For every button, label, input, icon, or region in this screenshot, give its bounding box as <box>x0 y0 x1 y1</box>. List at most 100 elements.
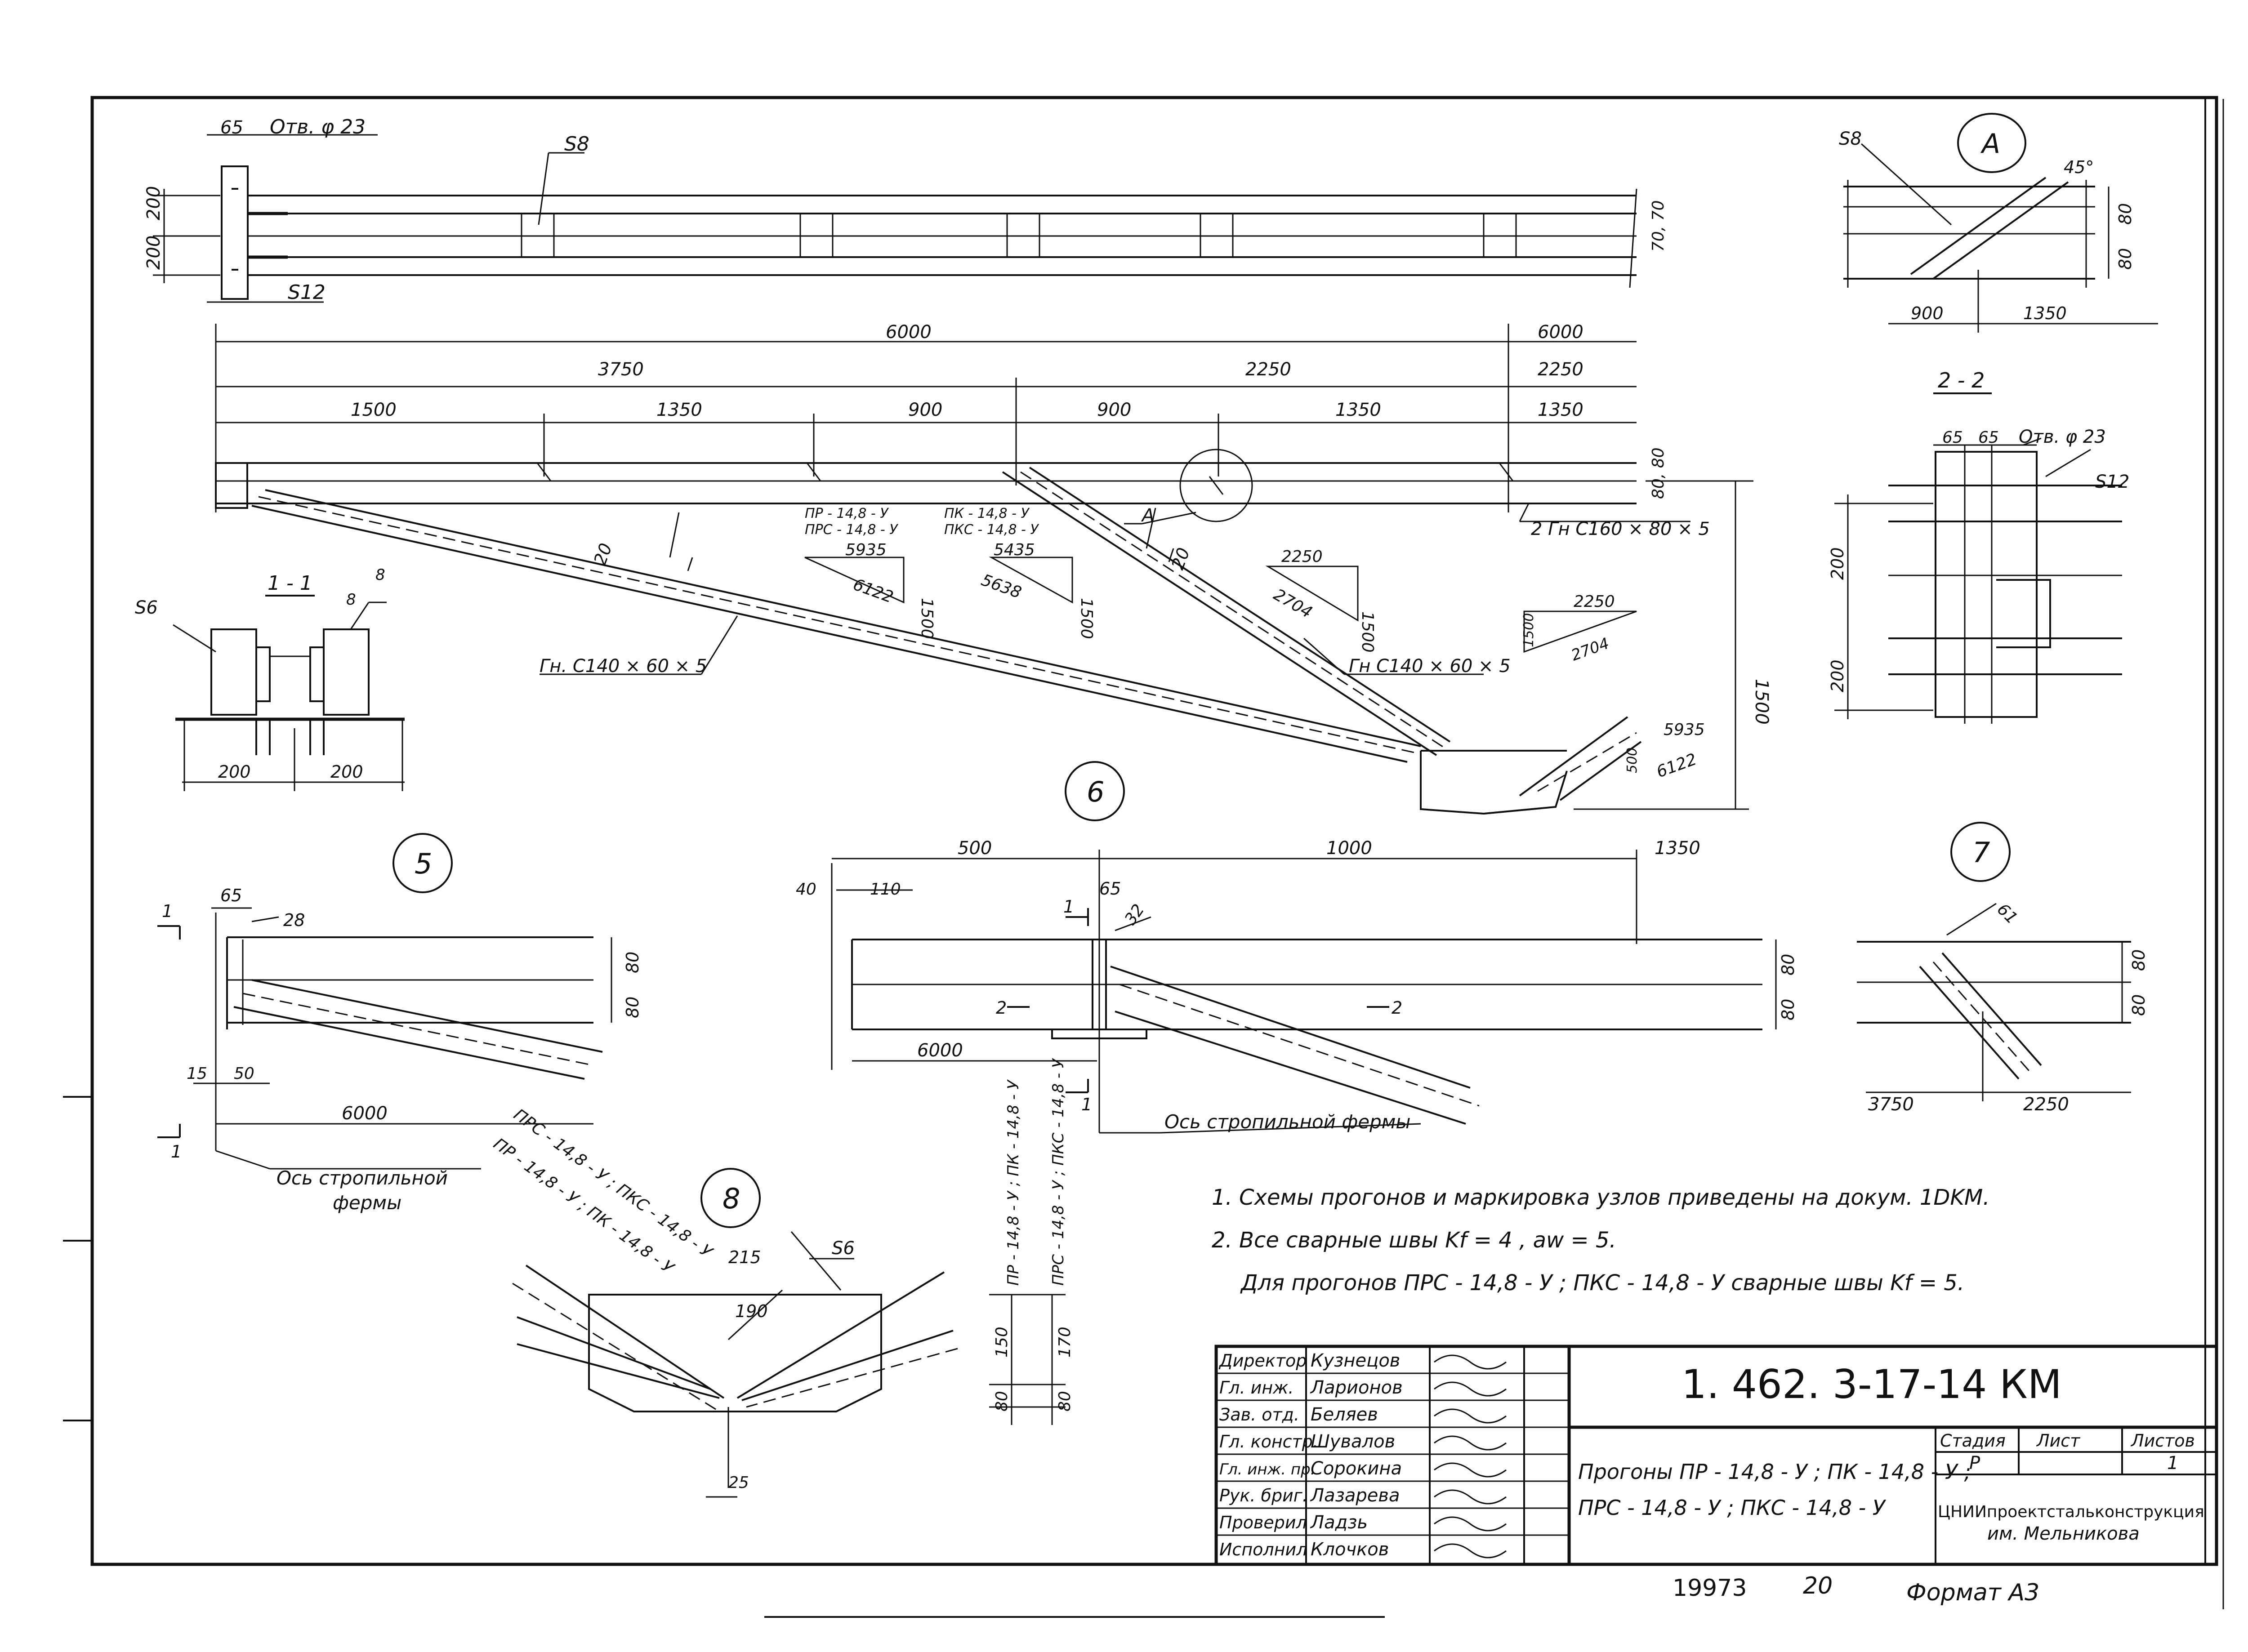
node-6-dim-40: 40 <box>796 880 816 899</box>
tb-role-2: Зав. отд. <box>1219 1405 1299 1425</box>
callout-a-angle: 45° <box>2064 157 2094 177</box>
node-6-cut-1a: 1 <box>1063 897 1074 917</box>
callout-a-label: А <box>1980 128 2000 160</box>
elev-len-5935: 5935 <box>845 541 887 559</box>
tb-sheets-header: Листов <box>2130 1431 2195 1451</box>
plan-plate-label: S12 <box>288 281 326 304</box>
tb-desc-line1: Прогоны ПР - 14,8 - У ; ПК - 14,8 - У ; <box>1578 1460 1971 1484</box>
tb-name-3: Шувалов <box>1311 1431 1395 1452</box>
tb-name-4: Сорокина <box>1311 1458 1402 1479</box>
section-1-1-weld: 8 <box>375 566 385 584</box>
node-5-cut-b: 1 <box>171 1142 182 1162</box>
node-5-dim-28: 28 <box>283 910 305 930</box>
section-1-1-dim-200-a: 200 <box>218 762 251 782</box>
node-5-dim-80-b: 80 <box>623 997 642 1018</box>
plan-hole-label: Отв. φ 23 <box>270 116 366 138</box>
node-6-dim-1350: 1350 <box>1655 838 1700 859</box>
node-7-dim-80-b: 80 <box>2129 994 2149 1016</box>
tb-role-7: Исполнил <box>1219 1540 1307 1559</box>
plan-dim-200-bot: 200 <box>143 236 164 270</box>
section-1-1-dim-200-b: 200 <box>330 762 363 782</box>
node-5-dim-65: 65 <box>220 886 242 905</box>
section-2-2-dim-65-a: 65 <box>1942 428 1963 447</box>
section-1-1-title: 1 - 1 <box>268 572 312 595</box>
tb-doc-code: 1. 462. 3-17-14 КМ <box>1682 1361 2062 1407</box>
elevation-view <box>215 449 1753 815</box>
elev-purlin-prs: ПРС - 14,8 - У <box>805 522 898 538</box>
tb-org-line1: ЦНИИпроектстальконструкция <box>1938 1503 2204 1521</box>
tb-sheet-header: Лист <box>2036 1431 2081 1451</box>
tb-role-5: Рук. бриг. <box>1219 1486 1308 1505</box>
section-2-2-dim-65-b: 65 <box>1978 428 1999 447</box>
plan-dim-1350-a: 1350 <box>656 400 702 420</box>
node-6-cut-2a: 2 <box>996 998 1007 1018</box>
plan-dim-65: 65 <box>220 117 243 138</box>
tb-role-0: Директор <box>1218 1351 1307 1371</box>
node-7-num: 7 <box>1972 836 1990 869</box>
elev-purlin-pk: ПК - 14,8 - У <box>944 506 1030 521</box>
tb-role-4: Гл. инж. пр. <box>1219 1461 1315 1478</box>
node-5-cut-a: 1 <box>162 901 173 921</box>
note-1: 1. Схемы прогонов и маркировка узлов при… <box>1212 1185 1990 1210</box>
elev-tri2-1500: 1500 <box>1521 613 1537 647</box>
footer-inventory: 19973 <box>1673 1575 1747 1602</box>
tb-role-3: Гл. констр. <box>1219 1432 1318 1452</box>
node-7-detail <box>1857 822 2131 1101</box>
elev-r-5935: 5935 <box>1664 721 1705 739</box>
elev-height-1500: 1500 <box>1751 679 1772 725</box>
plan-dim-6000-right: 6000 <box>1538 322 1583 343</box>
elev-tri2-2250: 2250 <box>1574 592 1615 611</box>
elev-len-6122: 6122 <box>851 575 896 607</box>
sheet-frame <box>63 96 2224 1618</box>
tb-role-6: Проверил <box>1219 1513 1307 1532</box>
node-5-dim-80-a: 80 <box>623 952 642 973</box>
node-8-dim-150: 150 <box>993 1327 1011 1358</box>
plan-stiffener-label: S8 <box>564 133 589 156</box>
node-6-dim-500: 500 <box>958 838 992 859</box>
elev-tri1-1500: 1500 <box>1358 611 1377 653</box>
section-1-1-plate: S6 <box>135 597 158 618</box>
footer-format: Формат А3 <box>1906 1579 2039 1606</box>
plan-dim-2250-b: 2250 <box>1538 359 1583 380</box>
plan-dim-2250-a: 2250 <box>1245 359 1291 380</box>
elev-purlin-pks: ПКС - 14,8 - У <box>944 522 1039 538</box>
callout-a-dim-900: 900 <box>1911 303 1944 323</box>
node-6-num: 6 <box>1087 775 1104 808</box>
node-8-dim-215: 215 <box>728 1247 761 1267</box>
node-5-dim-6000: 6000 <box>342 1103 388 1124</box>
section-2-2-hole: Отв. φ 23 <box>2019 427 2106 447</box>
footer-number: 20 <box>1803 1572 1833 1599</box>
node-8-dim-170: 170 <box>1056 1327 1074 1358</box>
node-6-dim-65: 65 <box>1099 879 1121 899</box>
node-8-dim-190: 190 <box>735 1301 768 1321</box>
node-6-cut-1b: 1 <box>1081 1095 1092 1114</box>
elev-dim-80-80: 80, 80 <box>1649 447 1668 499</box>
elev-purlin-pr: ПР - 14,8 - У <box>805 506 889 521</box>
node-6-axis: Ось стропильной фермы <box>1164 1111 1411 1133</box>
section-2-2 <box>1834 392 2122 724</box>
node-5-dim-15: 15 <box>187 1064 207 1083</box>
plan-dim-3750: 3750 <box>598 359 644 380</box>
node-6-dim-80-b: 80 <box>1778 999 1798 1020</box>
plan-view <box>153 134 1637 512</box>
tb-name-2: Беляев <box>1311 1404 1378 1425</box>
callout-a-stiffener: S8 <box>1839 129 1862 149</box>
node-8-detail <box>512 1168 1066 1498</box>
node-8-dim-80-a: 80 <box>993 1391 1011 1412</box>
plan-dim-1500: 1500 <box>351 400 397 420</box>
node-7-dim-61: 61 <box>1994 900 2021 927</box>
elev-brace-left-label: Гн. С140 × 60 × 5 <box>540 656 707 677</box>
elev-len-1500-a: 1500 <box>918 598 936 639</box>
tb-sheets: 1 <box>2167 1453 2178 1474</box>
node-5-axis-line2: фермы <box>333 1192 401 1214</box>
plan-dim-900-b: 900 <box>1097 400 1131 420</box>
elev-len-5435: 5435 <box>994 541 1035 559</box>
elev-node-a: А <box>1141 505 1154 526</box>
section-1-1 <box>173 595 405 791</box>
elev-r-500: 500 <box>1624 748 1640 773</box>
tb-name-5: Лазарева <box>1310 1485 1400 1506</box>
node-5-num: 5 <box>415 847 432 880</box>
section-1-1-weld-b: 8 <box>346 591 356 609</box>
plan-dim-1350-b: 1350 <box>1335 400 1381 420</box>
